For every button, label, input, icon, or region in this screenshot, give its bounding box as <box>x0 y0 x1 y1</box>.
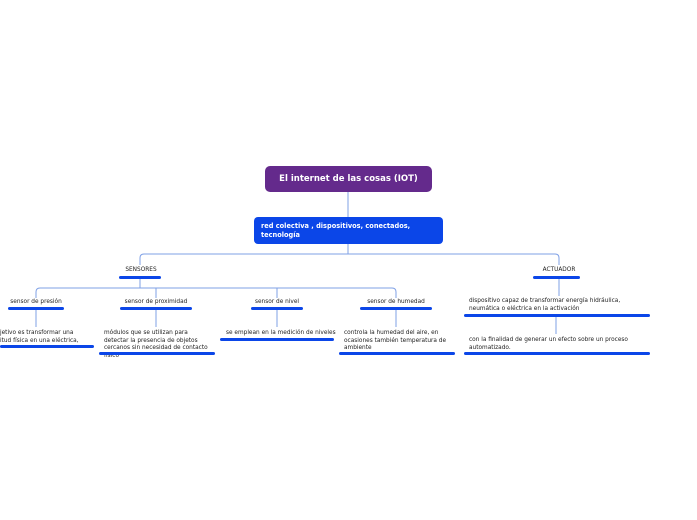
sensor-humedad-label: sensor de humedad <box>367 299 425 305</box>
sensores-underline <box>119 276 161 279</box>
sensor-humedad-underline <box>360 307 432 310</box>
main-topic-label: red colectiva , dispositivos, conectados… <box>261 222 411 239</box>
actuador-detail1-underline <box>464 314 650 317</box>
sensores-label: SENSORES <box>125 267 157 273</box>
sensor-proximidad-detail: módulos que se utilizan para detectar la… <box>104 330 208 359</box>
sensor-humedad-detail-underline <box>339 352 455 355</box>
actuador-label: ACTUADOR <box>542 267 576 273</box>
sensor-proximidad-label: sensor de proximidad <box>124 299 188 305</box>
sensor-nivel-underline <box>251 307 303 310</box>
root-topic-label: El internet de las cosas (IOT) <box>279 174 418 184</box>
connector-main-branches <box>139 244 560 265</box>
connector-sensores-items <box>35 278 397 298</box>
actuador-detail2-underline <box>464 352 650 355</box>
actuador-detail2: con la finalidad de generar un efecto so… <box>469 337 628 351</box>
actuador-underline <box>533 276 580 279</box>
root-topic[interactable]: El internet de las cosas (IOT) <box>265 166 432 192</box>
sensor-presion-underline <box>8 307 64 310</box>
main-topic[interactable]: red colectiva , dispositivos, conectados… <box>254 217 443 244</box>
sensor-presion-detail: jetivo es transformar una itud física en… <box>0 330 79 344</box>
actuador-detail1: dispositivo capaz de transformar energía… <box>469 298 621 312</box>
sensor-proximidad-detail-underline <box>99 352 215 355</box>
sensor-humedad-detail: controla la humedad del aire, en ocasion… <box>344 330 447 352</box>
sensor-nivel-detail: se emplean en la medición de niveles <box>226 330 336 336</box>
sensor-nivel-detail-underline <box>220 338 334 341</box>
sensor-presion-label: sensor de presión <box>10 299 62 305</box>
sensor-presion-detail-underline <box>0 345 94 348</box>
sensor-proximidad-underline <box>120 307 192 310</box>
sensor-nivel-label: sensor de nivel <box>254 299 300 305</box>
